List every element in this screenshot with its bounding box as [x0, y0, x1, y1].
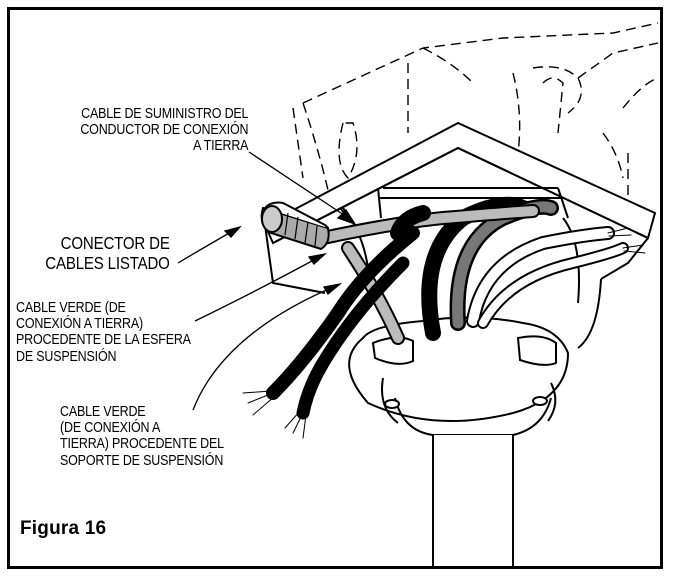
callout-green-from-ball: CABLE VERDE (DE CONEXIÓN A TIERRA) PROCE… — [16, 300, 191, 365]
figure-frame: CABLE DE SUMINISTRO DEL CONDUCTOR DE CON… — [7, 7, 663, 569]
callout-wire-connector: CONECTOR DE CABLES LISTADO — [45, 233, 171, 273]
downrod — [432, 435, 514, 566]
callout-green-from-bracket: CABLE VERDE (DE CONEXIÓN A TIERRA) PROCE… — [60, 404, 224, 469]
leader-lines — [177, 151, 357, 411]
wiring-illustration — [177, 22, 659, 566]
callout-supply-ground: CABLE DE SUMINISTRO DEL CONDUCTOR DE CON… — [80, 106, 248, 155]
figure-caption: Figura 16 — [20, 518, 107, 539]
wire-nut — [260, 201, 330, 251]
outlet-box — [263, 121, 657, 349]
ceiling-structure-dashed — [292, 22, 659, 214]
canopy — [348, 316, 570, 436]
wires — [242, 196, 646, 439]
